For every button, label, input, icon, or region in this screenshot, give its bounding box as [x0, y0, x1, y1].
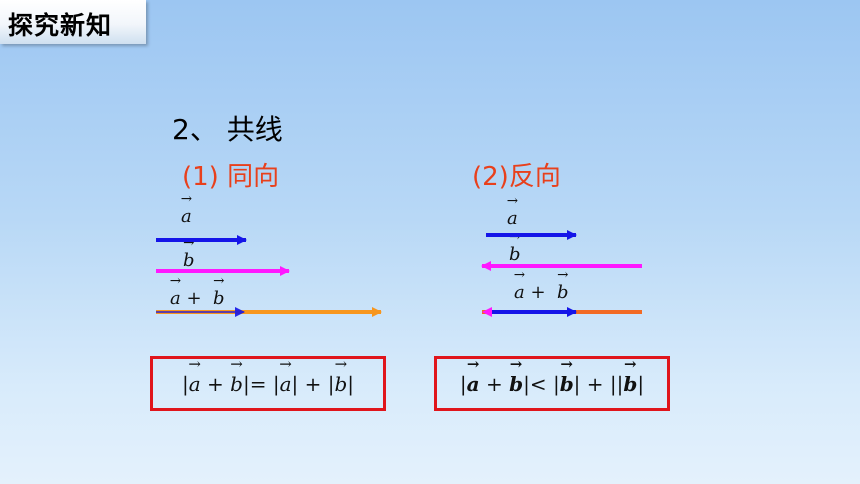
arrow-b-head-opposite	[482, 307, 492, 317]
label-sum-same: a + b	[170, 288, 225, 309]
section-heading: 2、 共线	[172, 113, 283, 146]
formula-box-opposite: |a + b|< |b| + ||b|	[434, 356, 670, 411]
formula-box-same: | a + b|= |a| + |b|	[150, 356, 386, 411]
banner-title: 探究新知	[8, 11, 113, 40]
label-b-same: b	[183, 250, 195, 271]
label-a-same: a	[181, 206, 192, 227]
label-b-opposite: b	[509, 244, 521, 265]
label-sum-opposite: a + b	[514, 282, 569, 303]
case-same-label: (1) 同向	[182, 162, 280, 192]
label-a-opposite: a	[507, 208, 518, 229]
case-opposite-label: (2)反向	[472, 162, 561, 192]
section-banner: 探究新知	[0, 0, 146, 44]
